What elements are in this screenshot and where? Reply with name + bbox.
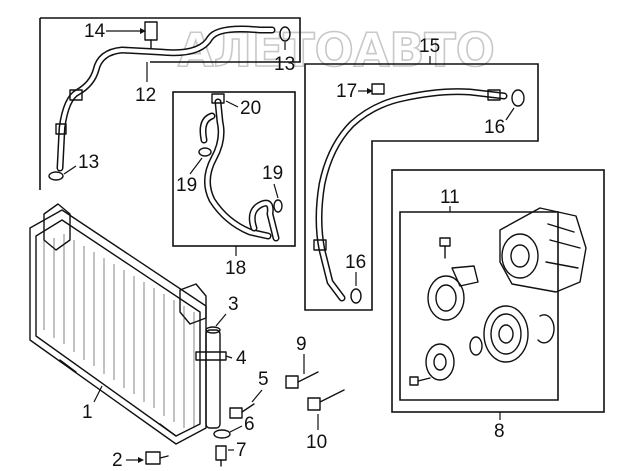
o-ring-13-bottom [48, 171, 64, 181]
callout-5: 5 [258, 369, 269, 390]
callout-6: 6 [244, 414, 255, 435]
arrow-2 [138, 457, 144, 463]
discharge-pipe [55, 25, 276, 172]
callout-15: 15 [419, 36, 440, 57]
callout-3: 3 [228, 294, 239, 315]
callout-8: 8 [494, 421, 505, 442]
leader-5 [251, 389, 263, 403]
callout-1: 1 [82, 402, 93, 423]
bolt-10 [307, 389, 345, 411]
condenser [29, 203, 207, 445]
o-ring-16-top [511, 89, 525, 107]
leader-4 [225, 355, 233, 359]
magnetic-clutch-coil [427, 265, 479, 321]
compressor-body [499, 207, 587, 293]
suction-pipe [313, 83, 508, 302]
o-ring-19-left [198, 147, 212, 157]
callout-10: 10 [306, 432, 327, 453]
o-ring-13-top [279, 26, 291, 42]
callout-17: 17 [336, 81, 357, 102]
callout-16-top: 16 [484, 117, 505, 138]
leader-3 [215, 313, 227, 327]
group-18-frame [172, 91, 296, 247]
leader-13-bottom [63, 165, 77, 175]
o-ring-6 [213, 429, 231, 439]
group-8-frame [391, 169, 605, 413]
group-11-frame [399, 211, 559, 401]
callout-2: 2 [112, 450, 123, 471]
coil-bolt [439, 237, 451, 259]
bolt-9 [285, 371, 319, 389]
callout-19-right: 19 [262, 163, 283, 184]
bolt-5 [229, 403, 255, 419]
callout-11: 11 [440, 187, 460, 208]
o-ring-19-right [273, 199, 283, 213]
leader-19-left [189, 157, 203, 175]
bolt-2 [145, 451, 169, 465]
callout-4: 4 [236, 348, 247, 369]
callout-20: 20 [240, 98, 261, 119]
clutch-bolt [409, 376, 431, 386]
o-ring-16-bottom [350, 288, 362, 304]
group-15-frame [304, 63, 539, 311]
callout-9: 9 [296, 334, 307, 355]
shim [469, 336, 483, 356]
plug-7 [215, 445, 227, 467]
arrow-17 [367, 88, 373, 94]
pressure-plate [425, 343, 455, 381]
callout-14: 14 [84, 21, 106, 42]
callout-13-bottom: 13 [78, 152, 99, 173]
leader-1 [93, 385, 103, 403]
liquid-pipe [199, 93, 280, 242]
leader-16-top [505, 107, 515, 121]
callout-16-bottom: 16 [345, 252, 366, 273]
leader-20 [225, 100, 239, 108]
snap-ring [537, 314, 555, 344]
group-12-frame [40, 17, 301, 63]
leader-6 [229, 425, 243, 433]
callout-7: 7 [236, 440, 247, 461]
callout-19-left: 19 [176, 175, 197, 196]
callout-12: 12 [135, 85, 156, 106]
pipe-bracket-14 [144, 21, 158, 49]
callout-13-top: 13 [274, 54, 295, 75]
clutch-pulley [483, 305, 529, 363]
callout-18: 18 [225, 258, 246, 279]
arrow-14 [140, 28, 146, 34]
leader-19-right [273, 183, 279, 199]
